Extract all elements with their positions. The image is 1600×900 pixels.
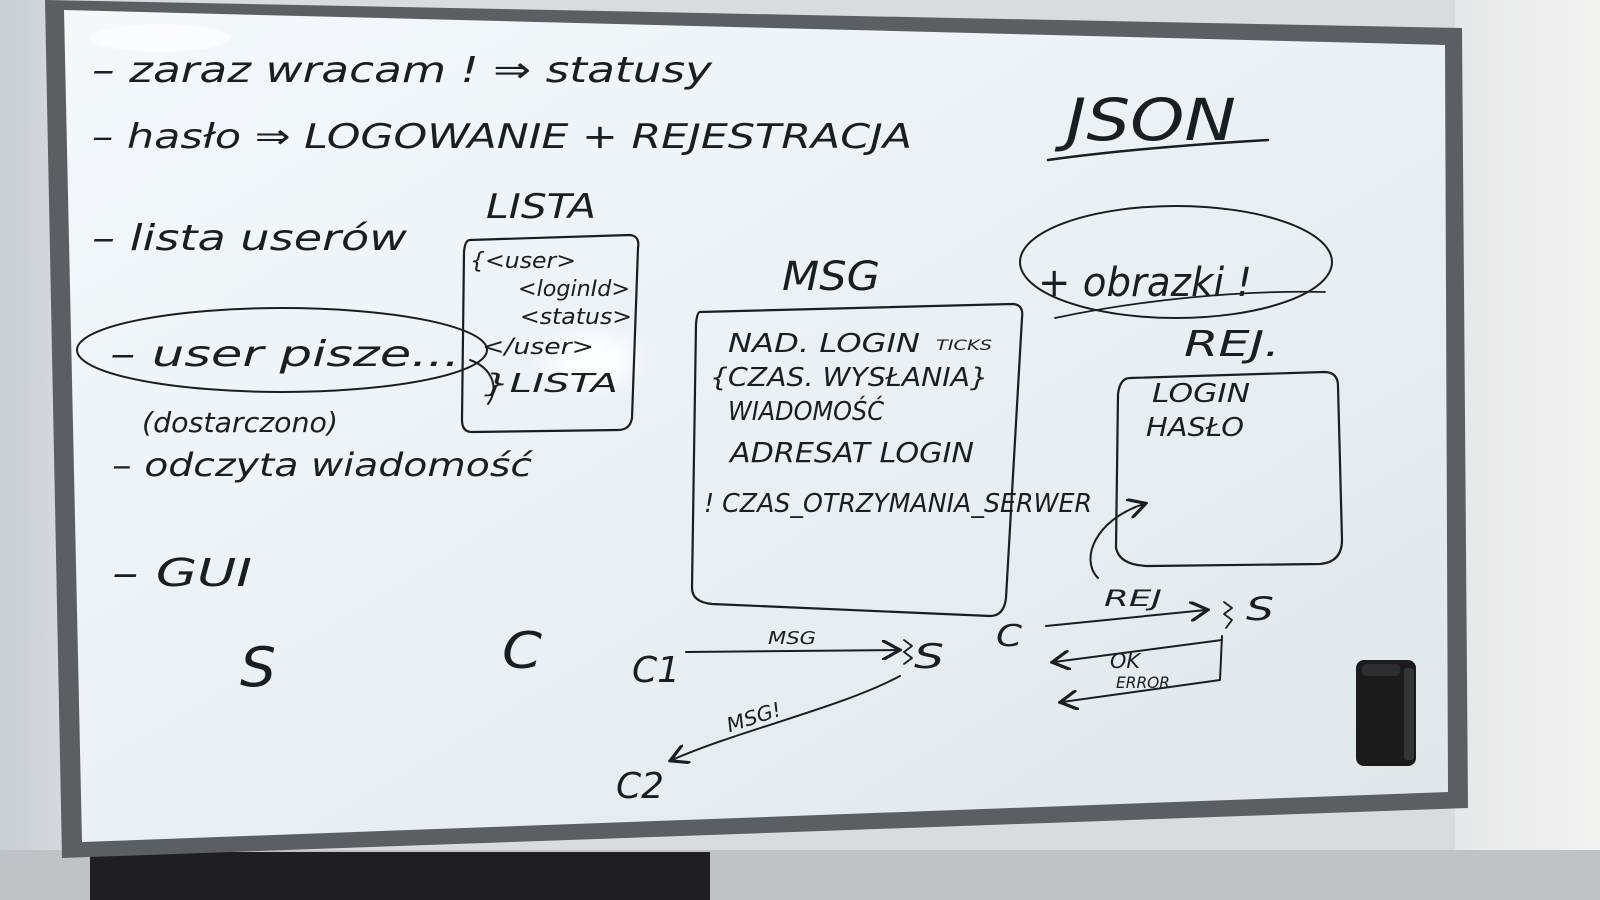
ceiling-reflection — [90, 24, 230, 52]
json-title: JSON — [1054, 86, 1236, 154]
flow-msg-label: MSG — [768, 628, 816, 649]
eraser — [1356, 660, 1416, 766]
msg-box — [690, 302, 1024, 618]
rej-box — [1114, 370, 1344, 568]
wall-right — [1455, 0, 1600, 900]
lista-line-user-close: </user> — [482, 335, 594, 360]
msg-line-czas-wyslania: {CZAS. WYSŁANIA} — [710, 363, 988, 393]
rej-zigzag — [1223, 601, 1233, 629]
msg-line-adresat: ADRESAT LOGIN — [728, 436, 974, 469]
obrazki-loop — [1019, 205, 1333, 319]
rej-flow-c-label: C — [996, 619, 1022, 654]
rej-label: REJ. — [1184, 324, 1280, 365]
rej-flow-ok-label: OK — [1110, 649, 1142, 673]
msg-line-nad-login: NAD. LOGIN — [728, 329, 920, 359]
rej-flow-rej-label: REJ — [1104, 587, 1162, 612]
msg-arrow-line — [685, 650, 898, 652]
lista-line-user: {<user> — [470, 249, 576, 274]
note-lista-userow: – lista userów — [92, 218, 408, 259]
lista-line-status: <status> — [520, 305, 632, 330]
rej-flow-error-label: ERROR — [1116, 673, 1170, 692]
lista-box — [460, 233, 640, 434]
json-underline — [1046, 138, 1270, 162]
obrazki-note: + obrazki ! — [1038, 260, 1252, 306]
obrazki-underline — [1054, 290, 1326, 319]
error-arrow-line — [1062, 635, 1223, 702]
user-pisze-loop — [76, 307, 488, 393]
msg-reply-line — [672, 675, 901, 760]
note-dostarczono: (dostarczono) — [142, 406, 338, 439]
rej-arrow-line — [1045, 610, 1206, 627]
msg-ticks-note: TICKS — [936, 338, 992, 354]
note-haslo: – hasło ⇒ LOGOWANIE + REJESTRACJA — [92, 117, 912, 157]
msg-line-wiadomosc: WIADOMOŚĆ — [728, 395, 885, 427]
note-gui: – GUI — [112, 551, 252, 595]
user-pisze-arrow — [469, 359, 495, 405]
rej-line-login: LOGIN — [1152, 379, 1250, 409]
lista-label: LISTA — [486, 187, 596, 227]
note-zaraz-wracam: – zaraz wracam ! ⇒ statusy — [92, 50, 713, 91]
bottom-s-label: S — [240, 636, 276, 699]
rej-curl-arrow — [1089, 504, 1144, 579]
server-zigzag — [903, 639, 913, 665]
board-surface — [64, 10, 1448, 842]
rej-flow-s-label: S — [1246, 590, 1274, 628]
lista-line-loginid: <loginId> — [518, 277, 630, 302]
desk-edge — [90, 852, 710, 900]
rej-line-haslo: HASŁO — [1146, 413, 1244, 443]
note-user-pisze: – user pisze... — [110, 334, 460, 375]
ok-arrow-line — [1054, 639, 1223, 662]
bottom-c-label: C — [502, 622, 542, 680]
flow-c1-label: C1 — [632, 650, 680, 691]
flow-c2-label: C2 — [616, 766, 664, 807]
msg-line-czas-otrzymania: ! CZAS_OTRZYMANIA_SERWER — [704, 489, 1092, 519]
light-glare — [530, 322, 654, 398]
note-odczyta: – odczyta wiadomość — [112, 446, 534, 484]
msg-label: MSG — [782, 254, 880, 300]
lista-line-end: }LISTA — [484, 369, 618, 399]
flow-server-label: S — [914, 637, 944, 677]
